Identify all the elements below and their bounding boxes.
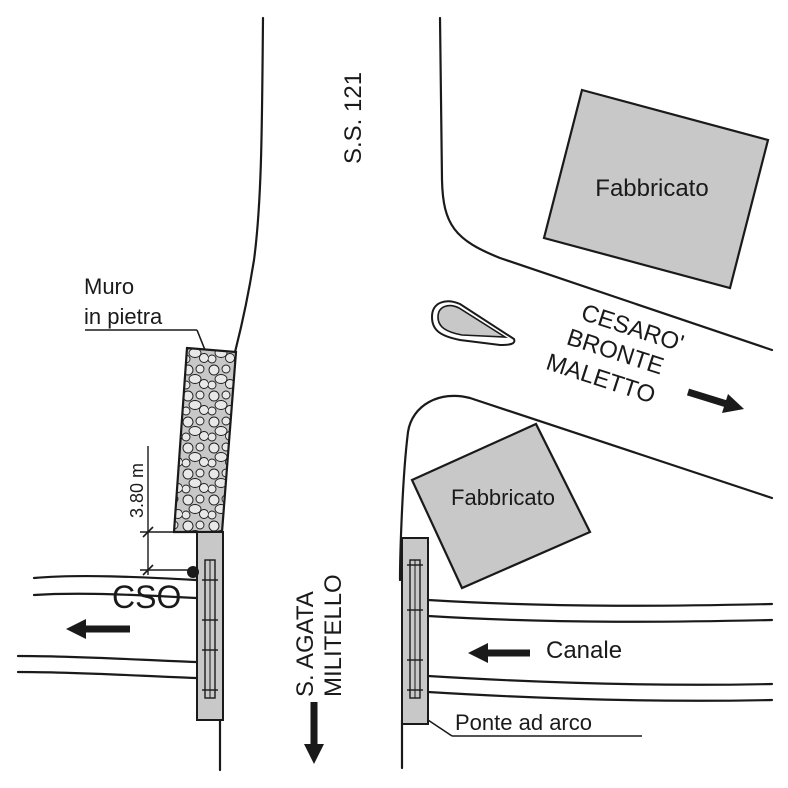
agata-label-line1: S. AGATA <box>292 591 319 697</box>
wall-leader-tick <box>196 329 206 351</box>
bridge-west <box>196 531 224 721</box>
canal-east-bottom-inner <box>426 674 774 686</box>
ss121-west-edge <box>233 16 265 354</box>
cso-point <box>187 566 199 578</box>
canal-east-top-inner <box>426 614 774 623</box>
agata-direction-label: S. AGATA MILITELLO <box>292 574 347 697</box>
bridge-leader-tick <box>427 719 453 737</box>
road-ss121-label: S.S. 121 <box>340 72 367 164</box>
canal-east-bottom-outer <box>426 690 774 702</box>
canal-east-flow-arrow <box>468 643 530 663</box>
south-direction-arrow <box>304 702 324 764</box>
cso-label: CSO <box>112 579 181 615</box>
agata-label-line2: MILITELLO <box>320 574 347 697</box>
building-bottom-label: Fabbricato <box>451 485 555 510</box>
wall-label-line2: in pietra <box>84 304 163 329</box>
ss121-east-edge-north <box>438 16 774 352</box>
dimension-tick-top <box>142 526 154 538</box>
canal-west-flow-arrow <box>66 619 130 639</box>
canal-west-top-outer <box>32 574 198 582</box>
canal-west-bottom-inner <box>16 654 198 664</box>
canal-west-bottom-outer <box>16 670 198 680</box>
canal-label: Canale <box>546 637 622 664</box>
wall-label-line1: Muro <box>84 274 134 299</box>
bridge-east <box>401 537 429 725</box>
stone-wall <box>172 346 238 534</box>
dimension-tick-bottom <box>142 564 154 576</box>
bridge-label: Ponte ad arco <box>455 710 592 735</box>
canal-west-top-inner <box>32 592 198 600</box>
dimension-label: 3.80 m <box>127 463 147 518</box>
building-top-label: Fabbricato <box>595 175 708 202</box>
cesaro-road-south-edge <box>398 394 774 582</box>
east-direction-arrow <box>686 388 744 413</box>
cesaro-direction-label: CESARO' BRONTE MALETTO <box>543 299 687 409</box>
canal-east-top-outer <box>426 598 774 607</box>
building-bottom <box>410 422 592 590</box>
building-top <box>542 88 770 290</box>
traffic-island <box>437 304 508 338</box>
